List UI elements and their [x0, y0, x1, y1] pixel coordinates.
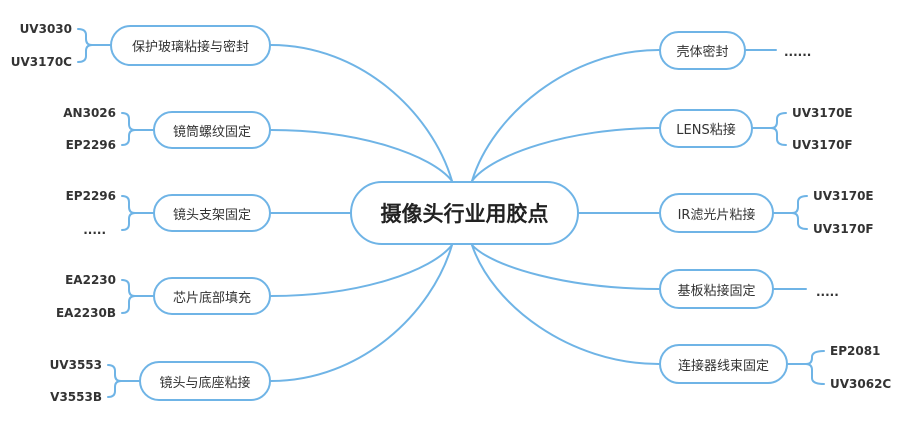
- leaf-label: AN3026: [63, 106, 116, 120]
- leaf-label: V3553B: [50, 390, 102, 404]
- leaf-label: UV3030: [19, 22, 72, 36]
- branch-connector: [270, 44, 453, 182]
- leaf-label: ......: [784, 45, 812, 59]
- leaf-connector: [77, 28, 93, 46]
- leaf-label: EP2296: [65, 189, 116, 203]
- leaf-label: UV3553: [49, 358, 102, 372]
- leaf-label: .....: [83, 223, 106, 237]
- leaf-connector: [107, 380, 122, 398]
- leaf-connector: [121, 129, 136, 146]
- leaf-label: UV3062C: [830, 377, 892, 391]
- leaf-connector: [121, 195, 136, 214]
- leaf-label: .....: [816, 285, 839, 299]
- branch-node-lens-bonding[interactable]: LENS粘接: [659, 109, 753, 148]
- branch-connector: [270, 244, 453, 382]
- branch-connector: [270, 244, 453, 297]
- leaf-connector: [121, 112, 136, 131]
- leaf-connector: [121, 212, 136, 231]
- branch-node-lens-base-bonding[interactable]: 镜头与底座粘接: [139, 361, 271, 401]
- leaf-label: UV3170E: [792, 106, 853, 120]
- leaf-label: UV3170C: [10, 55, 72, 69]
- leaf-label: EP2296: [65, 138, 116, 152]
- central-topic[interactable]: 摄像头行业用胶点: [350, 181, 579, 245]
- leaf-label: EA2230: [65, 273, 116, 287]
- branch-connector: [471, 244, 660, 290]
- branch-node-chip-underfill[interactable]: 芯片底部填充: [153, 277, 271, 315]
- branch-connector: [471, 49, 660, 182]
- leaf-connector: [805, 363, 825, 385]
- branch-node-glass-sealing[interactable]: 保护玻璃粘接与密封: [110, 25, 271, 66]
- leaf-connector: [791, 195, 808, 214]
- leaf-connector: [770, 112, 787, 129]
- leaf-connector: [77, 44, 93, 63]
- leaf-connector: [791, 212, 808, 230]
- branch-node-lens-holder[interactable]: 镜头支架固定: [153, 194, 271, 232]
- leaf-connector: [121, 295, 136, 314]
- branch-node-connector-harness[interactable]: 连接器线束固定: [659, 344, 788, 384]
- branch-node-substrate[interactable]: 基板粘接固定: [659, 269, 774, 309]
- branch-connector: [471, 127, 660, 182]
- leaf-label: UV3170F: [792, 138, 853, 152]
- leaf-label: EP2081: [830, 344, 881, 358]
- branch-connector: [471, 244, 660, 365]
- leaf-label: UV3170F: [813, 222, 874, 236]
- leaf-connector: [805, 350, 825, 365]
- branch-node-housing-seal[interactable]: 壳体密封: [659, 31, 746, 70]
- branch-connector: [270, 129, 453, 182]
- leaf-connector: [770, 127, 787, 146]
- leaf-label: UV3170E: [813, 189, 874, 203]
- branch-node-ir-filter[interactable]: IR滤光片粘接: [659, 193, 774, 233]
- leaf-connector: [121, 279, 136, 297]
- leaf-label: EA2230B: [55, 306, 116, 320]
- branch-node-lens-barrel-thread[interactable]: 镜筒螺纹固定: [153, 111, 271, 149]
- leaf-connector: [107, 364, 122, 382]
